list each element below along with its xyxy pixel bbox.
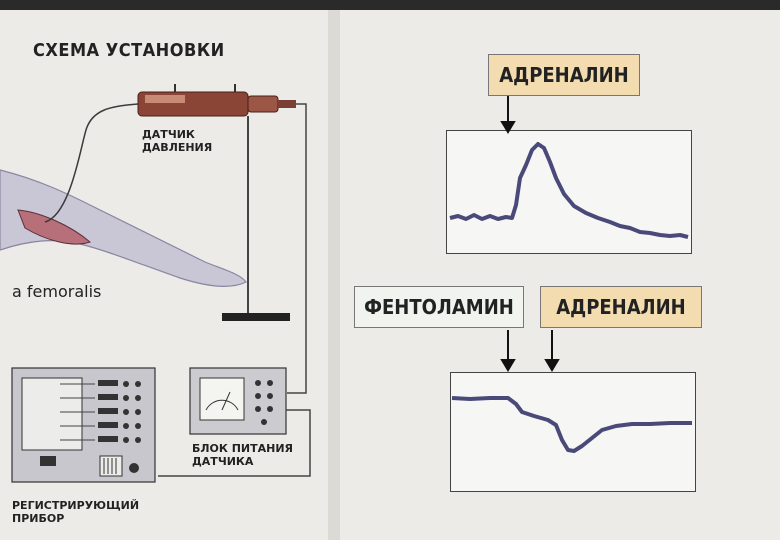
power-cable	[158, 409, 311, 477]
adrenaline-tag-top: АДРЕНАЛИН	[488, 54, 640, 96]
trace-bottom	[451, 396, 692, 453]
trace-top	[449, 142, 689, 239]
artery-incision	[17, 209, 92, 245]
power-supply-unit	[189, 367, 287, 435]
sensor-label-line1: ДАТЧИК	[142, 128, 195, 141]
power-label-line2: ДАТЧИКА	[192, 455, 254, 468]
sensor-cable	[287, 103, 307, 394]
artery-label: a femoralis	[12, 282, 102, 301]
recorder-label-line1: РЕГИСТРИРУЮЩИЙ	[12, 499, 140, 512]
adrenaline-tag-bottom: АДРЕНАЛИН	[540, 286, 702, 328]
pressure-sensor	[137, 84, 296, 117]
recording-chart-bottom	[450, 372, 696, 492]
stand-base	[222, 313, 290, 321]
recording-device	[11, 367, 156, 483]
phentolamine-tag: ФЕНТОЛАМИН	[354, 286, 524, 328]
top-border	[0, 0, 780, 10]
sensor-label-line2: ДАВЛЕНИЯ	[142, 141, 213, 154]
catheter-tube	[44, 103, 139, 223]
power-label-line1: БЛОК ПИТАНИЯ	[192, 442, 294, 455]
setup-title: СХЕМА УСТАНОВКИ	[33, 40, 225, 61]
recorder-label-line2: ПРИБОР	[12, 512, 65, 525]
